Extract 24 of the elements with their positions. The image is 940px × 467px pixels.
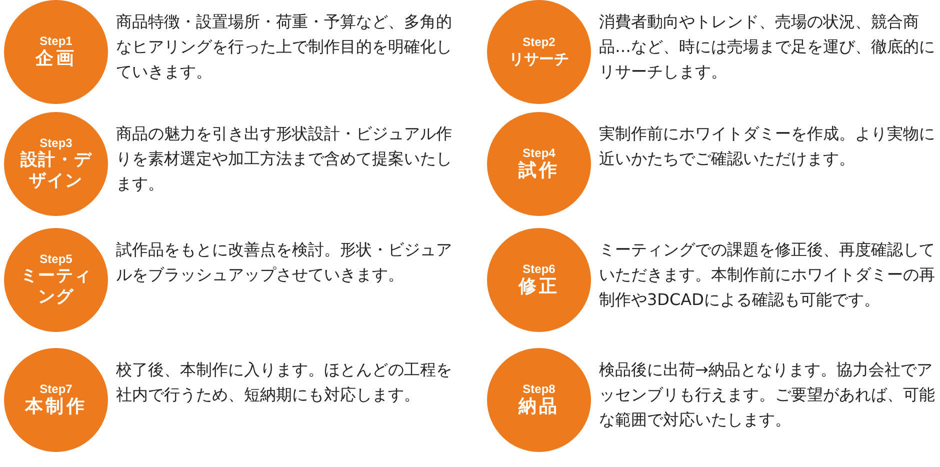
step-number: Step2 <box>522 35 556 50</box>
step-number: Step6 <box>522 262 556 276</box>
step-title: 修正 <box>518 276 560 298</box>
step-description: 校了後、本制作に入ります。ほとんどの工程を社内で行うため、短納期にも対応します。 <box>116 359 453 406</box>
step-description: 試作品をもとに改善点を検討。形状・ビジュアルをブラッシュアップさせていきます。 <box>116 239 453 286</box>
step-title: ミーティング <box>19 266 93 308</box>
step-description: 消費者動向やトレンド、売場の状況、競合商品…など、時には売場まで足を運び、徹底的にリサーチします。 <box>599 11 936 83</box>
step-description: 実制作前にホワイトダミーを作成。より実物に近いかたちでご確認いただけます。 <box>599 123 936 170</box>
step-title: 企画 <box>35 48 77 70</box>
step-title: 納品 <box>518 396 560 418</box>
step-number: Step3 <box>40 136 72 150</box>
step-number: Step8 <box>522 382 556 396</box>
step-title: リサーチ <box>509 50 569 69</box>
step-description: 商品の魅力を引き出す形状設計・ビジュアル作りを素材選定や加工方法まで含めて提案いたします。 <box>116 123 453 195</box>
step-number: Step1 <box>40 34 72 48</box>
step-description: 検品後に出荷→納品となります。協力会社でアッセンブリも行えます。ご要望があれば、可能な範囲で対応いたします。 <box>599 359 936 431</box>
step-title: 試作 <box>518 160 560 182</box>
step-title: 本制作 <box>24 396 88 418</box>
step-description: ミーティングでの課題を修正後、再度確認していただきます。本制作前にホワイトダミーの再制作や3DCADによる確認も可能です。 <box>599 239 936 311</box>
step-description: 商品特徴・設置場所・荷重・予算など、多角的なヒアリングを行った上で制作目的を明確化していきます。 <box>116 11 453 83</box>
step-title: 設計・デザイン <box>19 150 93 192</box>
step-number: Step7 <box>40 382 72 396</box>
step-number: Step5 <box>40 252 72 266</box>
step-number: Step4 <box>522 146 556 160</box>
